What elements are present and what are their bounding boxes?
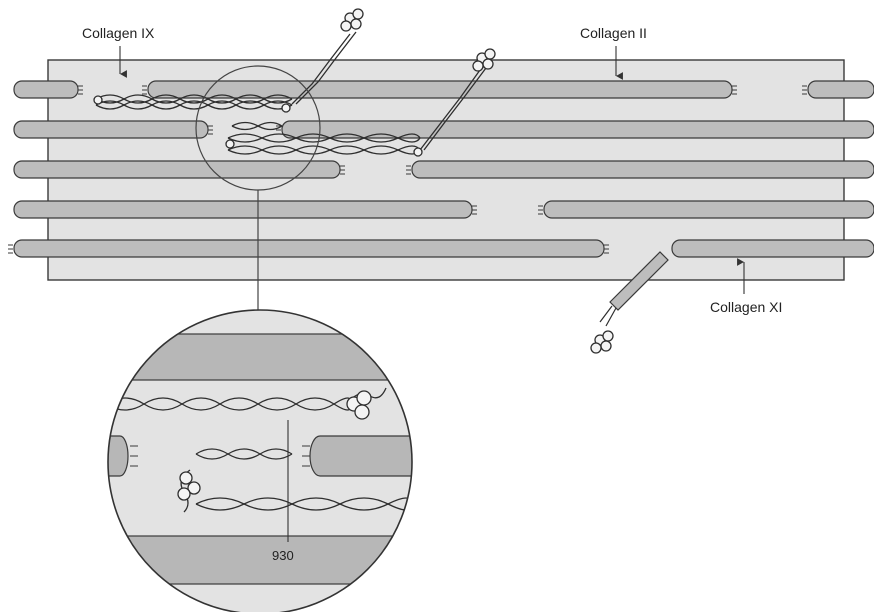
fibril-row1-b — [148, 81, 732, 98]
svg-text:Collagen IX: Collagen IX — [82, 25, 155, 41]
detail-fibril-left — [100, 436, 128, 476]
svg-text:Collagen XI: Collagen XI — [710, 299, 782, 315]
fibril-row4-a — [14, 201, 472, 218]
detail-band-top — [100, 334, 420, 380]
fibril-row1-c — [808, 81, 874, 98]
fibril-row3-b — [412, 161, 874, 178]
fibril-row1-a — [14, 81, 78, 98]
fibril-row3-a — [14, 161, 340, 178]
detail-number-label: 930 — [272, 548, 294, 563]
fibril-row5-b — [672, 240, 874, 257]
detail-band-bottom — [100, 536, 420, 584]
zoom-detail — [100, 310, 420, 612]
fibril-row2-a — [14, 121, 208, 138]
fibril-row4-b — [544, 201, 874, 218]
detail-fibril-right — [310, 436, 420, 476]
fibril-row5-a — [14, 240, 604, 257]
svg-text:Collagen II: Collagen II — [580, 25, 647, 41]
